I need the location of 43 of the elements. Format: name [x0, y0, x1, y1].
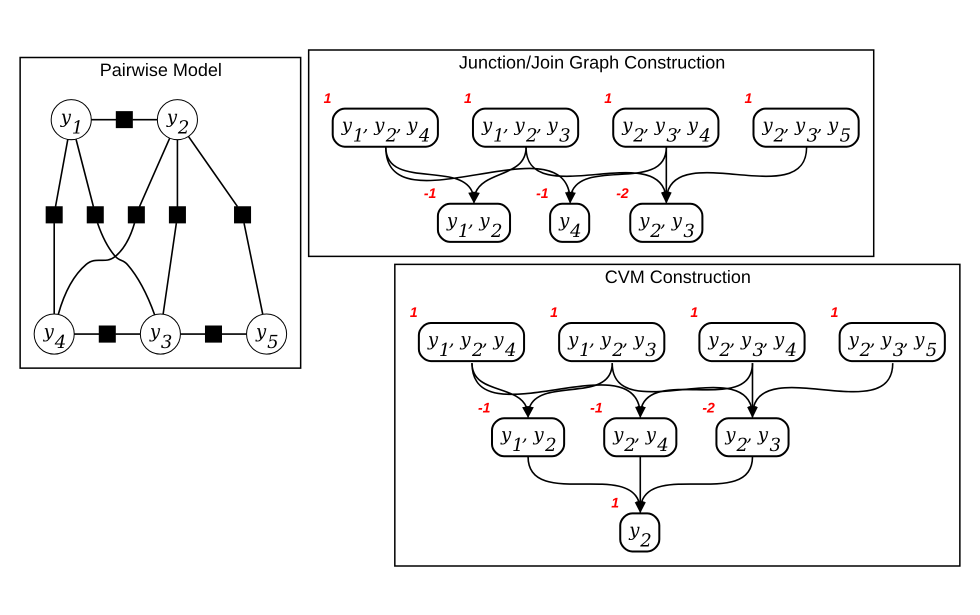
- node-label: 1: [690, 304, 698, 320]
- node-label: 1: [324, 89, 332, 106]
- node-label: -1: [590, 398, 603, 415]
- connector: [75, 138, 94, 206]
- node-label: 1: [611, 494, 620, 510]
- node-label: 1: [604, 89, 612, 106]
- node-box: [86, 206, 104, 223]
- connector: [53, 222, 55, 314]
- node-box: [116, 110, 133, 128]
- arrow: [637, 456, 754, 514]
- connector: [188, 136, 238, 206]
- node-label: -1: [424, 184, 436, 200]
- node-box: [168, 206, 186, 223]
- connector: [96, 222, 156, 314]
- node-label: 1: [550, 304, 558, 320]
- arrow: [637, 362, 754, 418]
- connector: [162, 222, 178, 314]
- arrow: [567, 146, 668, 204]
- node-box: [128, 206, 145, 223]
- connector: [92, 118, 116, 120]
- arrow: [471, 146, 527, 204]
- connector: [54, 138, 69, 206]
- node-label: 1: [744, 89, 752, 106]
- connector: [74, 332, 100, 334]
- node-box: [46, 206, 63, 223]
- connector: [116, 332, 140, 334]
- node-box: [204, 325, 222, 342]
- connector: [222, 332, 246, 334]
- connector: [176, 139, 178, 206]
- node-label: 1: [830, 304, 838, 320]
- node-label: -1: [536, 184, 549, 200]
- node-box: [234, 206, 252, 223]
- node-box: [98, 325, 116, 342]
- connector: [138, 137, 170, 207]
- node-label: -2: [702, 398, 715, 415]
- node-label: -2: [616, 184, 629, 200]
- connector: [243, 222, 264, 314]
- connector: [132, 118, 158, 120]
- node-label: 1: [410, 304, 418, 320]
- connector: [180, 332, 206, 334]
- connector: [58, 222, 136, 314]
- node-label: 1: [464, 89, 472, 106]
- node-label: -1: [478, 398, 490, 415]
